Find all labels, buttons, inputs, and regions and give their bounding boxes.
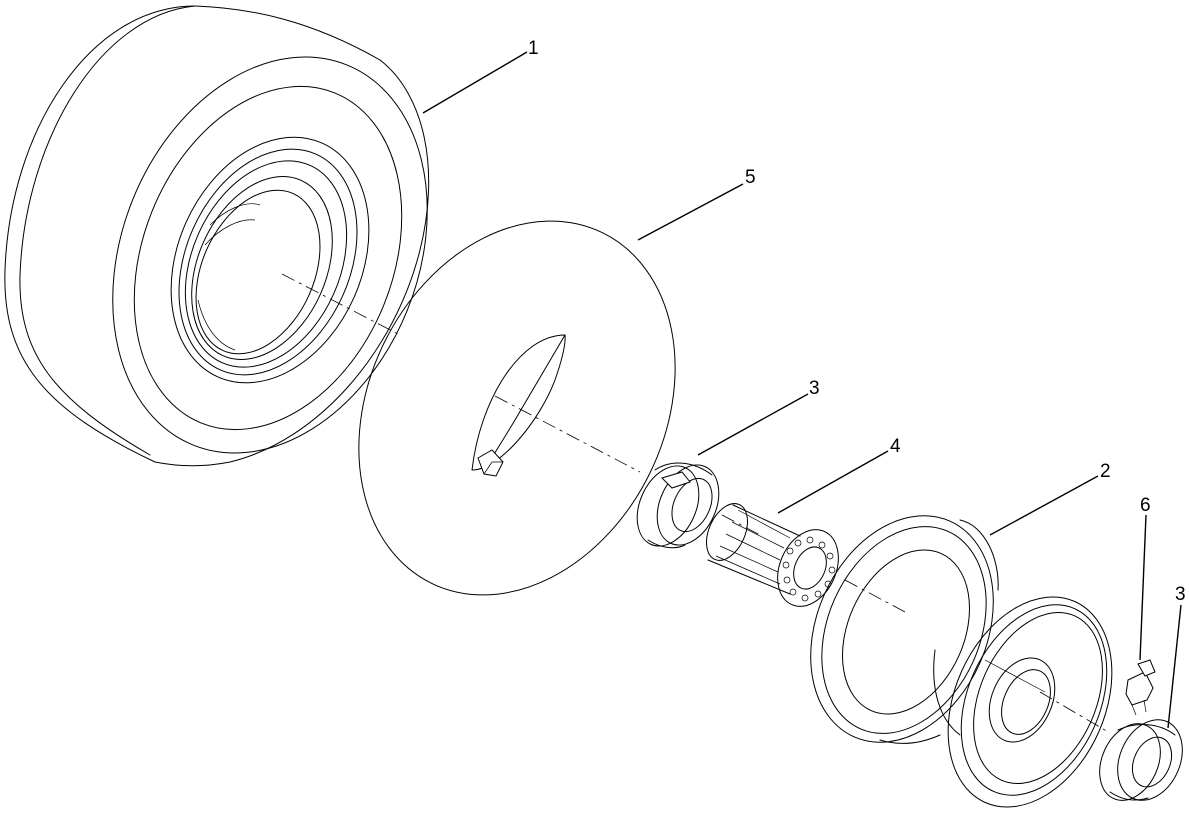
leader-3-front (697, 393, 809, 456)
leader-1 (422, 51, 528, 114)
leader-2 (989, 475, 1099, 536)
callout-tire: 1 (528, 38, 539, 59)
callout-wheel-hub: 2 (1100, 461, 1111, 482)
leader-3-rear (1167, 604, 1182, 729)
callout-grease-fitting: 6 (1140, 495, 1151, 516)
bearing-front (636, 462, 720, 549)
leader-5 (637, 183, 744, 241)
leader-6 (1139, 514, 1147, 661)
grease-fitting (1125, 659, 1156, 716)
callout-bearing-front: 3 (809, 378, 820, 399)
callout-labels: 1 5 3 4 2 6 3 (528, 38, 1186, 605)
roller-bearing (706, 503, 839, 607)
callout-inner-tube: 5 (745, 167, 756, 188)
wheel-hub (810, 515, 1113, 808)
leader-4 (777, 450, 889, 514)
bearing-rear (1099, 719, 1183, 801)
leader-lines (422, 51, 1182, 729)
roller-holes (782, 536, 836, 602)
inner-tube (358, 220, 676, 596)
center-axis (281, 273, 1111, 734)
callout-roller-bearing: 4 (890, 436, 901, 457)
tire (4, 5, 430, 467)
callout-bearing-rear: 3 (1175, 584, 1186, 605)
